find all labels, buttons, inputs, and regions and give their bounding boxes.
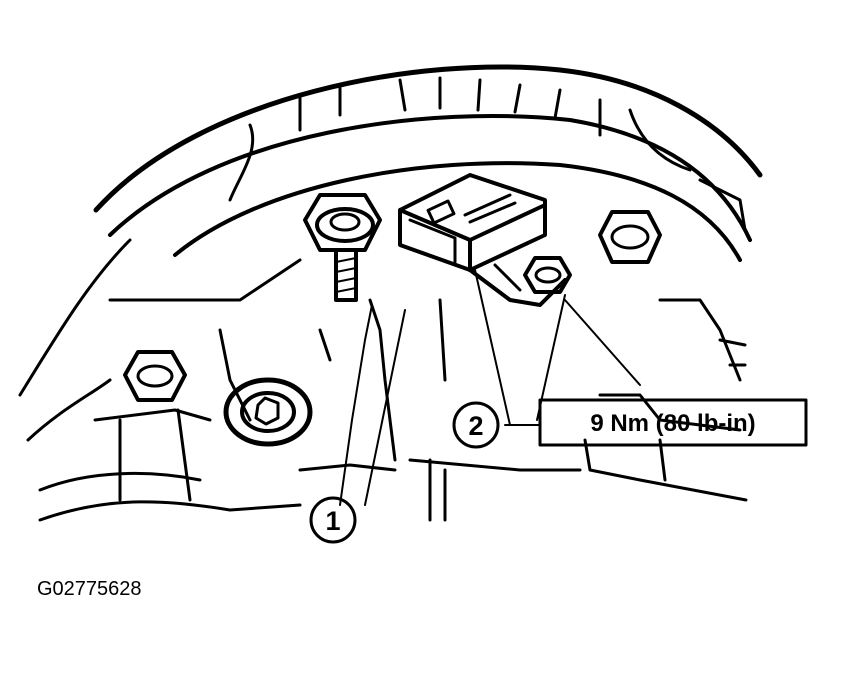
callout-2-label: 2 (468, 411, 483, 441)
torque-spec-label: 9 Nm (80 lb-in) (590, 410, 755, 437)
center-plug (223, 377, 313, 447)
housing-outline (18, 64, 763, 522)
torque-spec-box: 9 Nm (80 lb-in) (538, 398, 808, 447)
callout-1-label: 1 (325, 506, 340, 536)
callout-2: 2 (452, 401, 500, 449)
sensor-bolt (523, 256, 572, 294)
sensor-connector (398, 173, 567, 307)
left-bolt (303, 193, 382, 302)
right-bolt (598, 210, 662, 264)
figure-id: G02775628 (37, 578, 142, 600)
callout-1: 1 (309, 496, 357, 544)
leader-lines (339, 269, 641, 506)
lower-left-bolt (123, 350, 187, 402)
